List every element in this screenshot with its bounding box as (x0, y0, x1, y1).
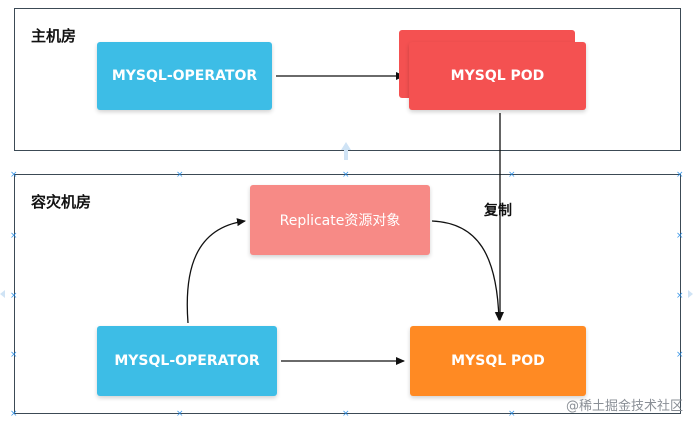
svg-text:×: × (10, 350, 18, 360)
mysql-pod-dr-node[interactable]: MYSQL POD (410, 326, 586, 396)
svg-text:×: × (676, 291, 684, 301)
svg-text:×: × (676, 170, 684, 180)
svg-text:×: × (10, 291, 18, 301)
mysql-pod-main-label: MYSQL POD (450, 68, 545, 84)
watermark-text: @稀土掘金技术社区 (565, 399, 683, 414)
svg-text:×: × (10, 409, 18, 419)
svg-text:×: × (676, 350, 684, 360)
svg-text:×: × (10, 231, 18, 241)
selection-handles: × × × × × × × × × × × × × × × (10, 170, 684, 419)
replication-edge-label: 复制 (484, 203, 512, 219)
main-room-title: 主机房 (31, 27, 77, 45)
mysql-pod-dr-label: MYSQL POD (451, 353, 545, 369)
svg-text:×: × (508, 409, 516, 419)
replicate-resource-node[interactable]: Replicate资源对象 (250, 185, 430, 255)
svg-text:×: × (508, 170, 516, 180)
svg-text:×: × (676, 231, 684, 241)
connection-hint-icons (0, 142, 693, 298)
mysql-operator-dr-node[interactable]: MYSQL-OPERATOR (97, 326, 277, 396)
edge-replicate-to-pod-dr (431, 220, 503, 321)
svg-text:×: × (176, 170, 184, 180)
mysql-operator-main-node[interactable]: MYSQL-OPERATOR (97, 42, 272, 110)
svg-text:×: × (342, 409, 350, 419)
replicate-resource-label: Replicate资源对象 (279, 213, 401, 229)
dr-room-title: 容灾机房 (31, 193, 92, 211)
svg-text:×: × (10, 170, 18, 180)
edge-operator-to-replicate (186, 218, 246, 324)
mysql-pod-main-node[interactable]: MYSQL POD (409, 42, 586, 110)
svg-text:×: × (342, 170, 350, 180)
mysql-operator-main-label: MYSQL-OPERATOR (111, 68, 258, 84)
mysql-operator-dr-label: MYSQL-OPERATOR (114, 353, 260, 369)
svg-text:×: × (176, 409, 184, 419)
